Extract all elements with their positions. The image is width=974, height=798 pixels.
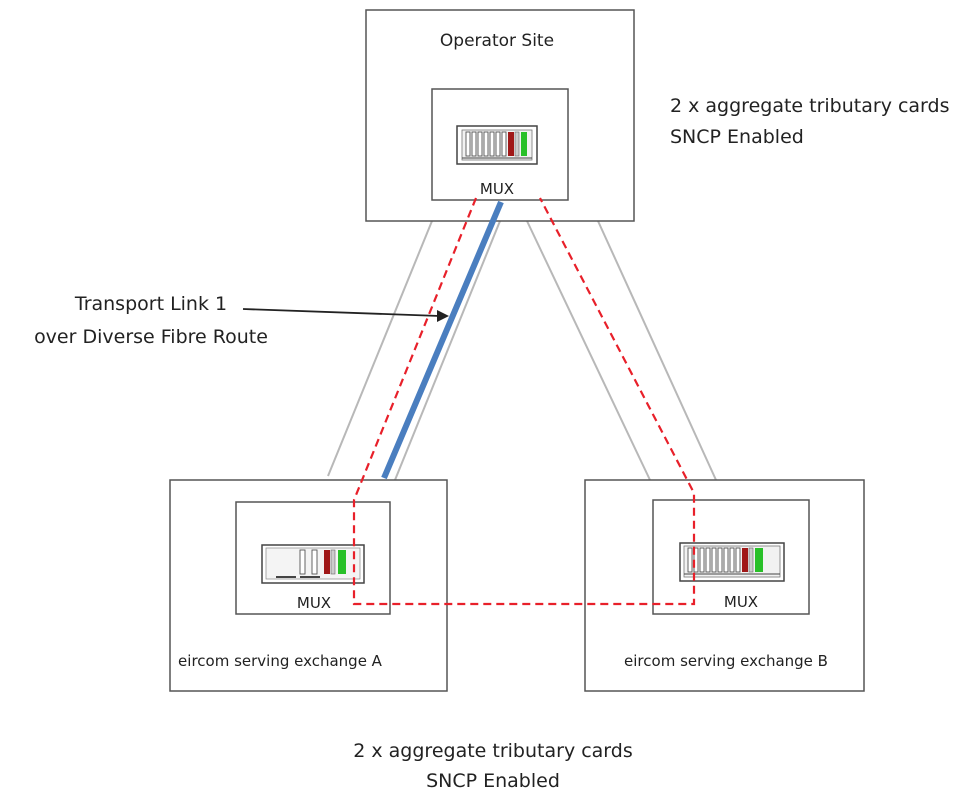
exchange-b-aggregate-card-green: [755, 548, 763, 572]
top-card-note: 2 x aggregate tributary cards SNCP Enabl…: [670, 95, 950, 148]
transport-link-line1: Transport Link 1: [74, 293, 227, 315]
top-note-line2: SNCP Enabled: [670, 126, 804, 148]
exchange-a-mux-chassis: [261, 544, 365, 584]
exchange-b: MUX eircom serving exchange B: [584, 479, 865, 692]
transport-link-line2: over Diverse Fibre Route: [34, 326, 268, 348]
sncp-protection-path: [352, 197, 696, 606]
bottom-note-line2: SNCP Enabled: [426, 770, 560, 792]
transport-link-arrowhead-icon: [437, 310, 449, 322]
operator-site: Operator Site MUX: [365, 9, 635, 222]
operator-site-title: Operator Site: [440, 31, 554, 51]
fibre-route-a-outer-right: [394, 220, 501, 481]
top-note-line1: 2 x aggregate tributary cards: [670, 95, 950, 117]
exchange-a-aggregate-card-red: [324, 550, 330, 574]
fibre-route-b-outer-left: [526, 220, 651, 481]
transport-link-1-line: [381, 200, 504, 480]
operator-mux-chassis: [456, 125, 538, 165]
fibre-route-a-outer-left: [327, 220, 433, 477]
exchange-b-label: eircom serving exchange B: [624, 652, 828, 670]
exchange-a-mux-label: MUX: [297, 594, 331, 612]
bottom-note-line1: 2 x aggregate tributary cards: [353, 740, 633, 762]
exchange-b-mux-label: MUX: [724, 593, 758, 611]
exchange-a: MUX eircom serving exchange A: [169, 479, 448, 692]
operator-mux-label: MUX: [480, 180, 514, 198]
bottom-card-note: 2 x aggregate tributary cards SNCP Enabl…: [353, 740, 633, 792]
exchange-a-aggregate-card-green: [338, 550, 346, 574]
fibre-route-b-outer-right: [597, 220, 717, 481]
fibre-routes: [327, 220, 717, 481]
operator-aggregate-card-red: [508, 132, 514, 156]
transport-link-annotation: Transport Link 1 over Diverse Fibre Rout…: [34, 293, 449, 348]
exchange-b-mux-chassis: [679, 542, 785, 582]
exchange-a-label: eircom serving exchange A: [178, 652, 383, 670]
operator-aggregate-card-green: [521, 132, 527, 156]
exchange-b-aggregate-card-red: [742, 548, 748, 572]
transport-link-arrow: [242, 308, 441, 317]
